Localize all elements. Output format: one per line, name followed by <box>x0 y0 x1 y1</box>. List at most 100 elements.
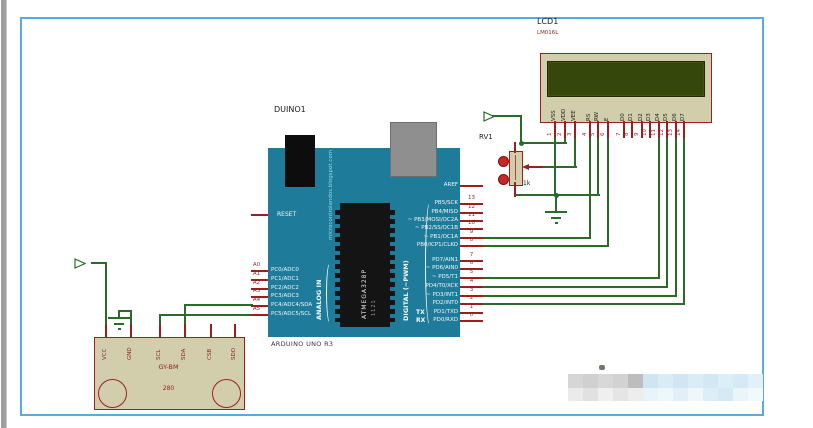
digital-pin-label-0: PD0/RXD <box>433 316 458 323</box>
lcd-pin-label-D4: D4 <box>654 113 661 121</box>
watermark-mosaic-block <box>643 388 658 401</box>
digital-pin-label-9: ~ PB1/OC1A <box>423 233 458 240</box>
watermark-mosaic-block <box>688 374 703 388</box>
watermark-mosaic-block <box>583 374 598 388</box>
arduino-pin-stub <box>251 270 268 272</box>
digital-pin-label-8: PB0/ICP1/CLKO <box>416 241 458 248</box>
lcd-pin-number: 5 <box>589 132 596 137</box>
digital-pin-number: 4 <box>469 278 474 284</box>
window-edge-scrollbar[interactable] <box>1 0 7 428</box>
arduino-pin-stub <box>460 268 483 270</box>
lcd-pin-stub <box>564 121 566 138</box>
analog-pin-number: A5 <box>252 306 261 312</box>
digital-pin-label-11: ~ PB3/MOSI/OC2A <box>407 216 458 223</box>
lcd-pin-label-RS: RS <box>585 113 592 121</box>
analog-in-header: ANALOG IN <box>315 279 323 320</box>
lcd-pin-label-E: E <box>603 117 610 121</box>
arduino-pin-stub <box>251 288 268 290</box>
aref-pin-label: AREF <box>443 181 458 188</box>
watermark-mosaic-block <box>748 374 763 388</box>
sensor-pin-label-VCC: VCC <box>101 348 108 360</box>
wire <box>554 136 556 196</box>
wire <box>118 310 132 312</box>
arduino-pin-stub <box>251 305 268 307</box>
watermark-mosaic-block <box>643 374 658 388</box>
arduino-pin-stub <box>251 296 268 298</box>
photo-watermark-mark <box>599 365 605 370</box>
lcd-pin-stub <box>641 121 643 138</box>
lcd-pin-label-VDD: VDD <box>560 108 567 121</box>
lcd-pin-label-D7: D7 <box>679 113 686 121</box>
arduino-pin-stub <box>251 214 268 216</box>
pot-adjust-up[interactable] <box>498 156 509 167</box>
watermark-mosaic-block <box>718 374 733 388</box>
lcd-pin-stub <box>589 121 591 138</box>
lcd-pin-stub <box>607 121 609 138</box>
lcd-pin-label-D2: D2 <box>637 113 644 121</box>
sensor-pin-stub <box>159 324 161 338</box>
analog-pin-label-A1: PC1/ADC1 <box>271 275 299 282</box>
wire <box>492 115 522 117</box>
board-watermark: microcontrolandos.blogspot.com <box>328 149 334 240</box>
pot-ref-label: RV1 <box>479 133 493 141</box>
pot-body[interactable] <box>509 151 523 186</box>
arduino-pin-stub <box>460 245 483 247</box>
lcd-pin-number: 14 <box>675 129 682 136</box>
arduino-pin-stub <box>460 295 483 297</box>
wire <box>520 115 522 144</box>
arduino-usb-connector <box>390 122 437 177</box>
lcd-pin-number: 9 <box>633 132 640 137</box>
wire <box>574 136 576 168</box>
digital-pin-label-10: ~ PB2/SS/OC1B <box>414 224 458 231</box>
sensor-pin-stub <box>105 324 107 338</box>
lcd-pin-stub <box>666 121 668 138</box>
lcd-pin-stub <box>554 121 556 138</box>
digital-pin-label-12: PB4/MISO <box>431 208 458 215</box>
arduino-pin-stub <box>460 237 483 239</box>
analog-pin-number: A4 <box>252 297 261 303</box>
watermark-mosaic-block <box>673 374 688 388</box>
lcd-pin-stub <box>649 121 651 138</box>
lcd-pin-number: 4 <box>581 132 588 137</box>
wire <box>666 136 668 288</box>
watermark-mosaic-block <box>673 388 688 401</box>
sensor-mount-hole <box>212 379 241 408</box>
pot-wiper-arrow <box>522 164 529 170</box>
wire <box>159 314 161 325</box>
pot-adjust-down[interactable] <box>498 174 509 185</box>
analog-pin-label-A2: PC2/ADC2 <box>271 284 299 291</box>
arduino-pin-stub <box>460 320 483 322</box>
analog-bracket <box>326 262 334 324</box>
lcd-pin-number: 13 <box>667 129 674 136</box>
digital-pin-label-4: PD4/T0/XCK <box>425 282 458 289</box>
wire <box>675 136 677 297</box>
digital-pin-label-7: PD7/AIN1 <box>432 256 458 263</box>
board-name-label: ARDUINO UNO R3 <box>271 340 334 348</box>
lcd-pin-label-D1: D1 <box>627 113 634 121</box>
ground-symbol-icon <box>117 327 121 330</box>
ground-symbol-icon <box>554 221 558 224</box>
sensor-pin-label-SDA: SDA <box>180 348 187 360</box>
power-terminal-icon <box>483 111 495 122</box>
wire <box>514 142 516 153</box>
digital-pin-label-5: ~ PD5/T1 <box>431 273 458 280</box>
sensor-pin-stub <box>184 324 186 338</box>
lcd-pin-label-D5: D5 <box>662 113 669 121</box>
watermark-mosaic-block <box>733 374 748 388</box>
wire <box>481 295 677 297</box>
arduino-pin-stub <box>460 185 483 187</box>
analog-pin-number: A1 <box>252 271 261 277</box>
sensor-name-label: GY-BM <box>158 363 179 371</box>
digital-pin-label-3: ~ PD3/INT1 <box>426 291 458 298</box>
watermark-mosaic-block <box>598 374 613 388</box>
lcd-pin-number: 12 <box>658 129 665 136</box>
digital-pin-number: 0 <box>469 312 474 318</box>
wire <box>184 304 253 306</box>
lcd-pin-number: 2 <box>556 132 563 137</box>
ground-symbol-icon <box>108 317 130 319</box>
digital-bracket <box>425 201 435 327</box>
wire-junction-dot <box>518 140 524 146</box>
sensor-pin-label-CSB: CSB <box>206 348 213 360</box>
lcd-pin-number: 6 <box>599 132 606 137</box>
